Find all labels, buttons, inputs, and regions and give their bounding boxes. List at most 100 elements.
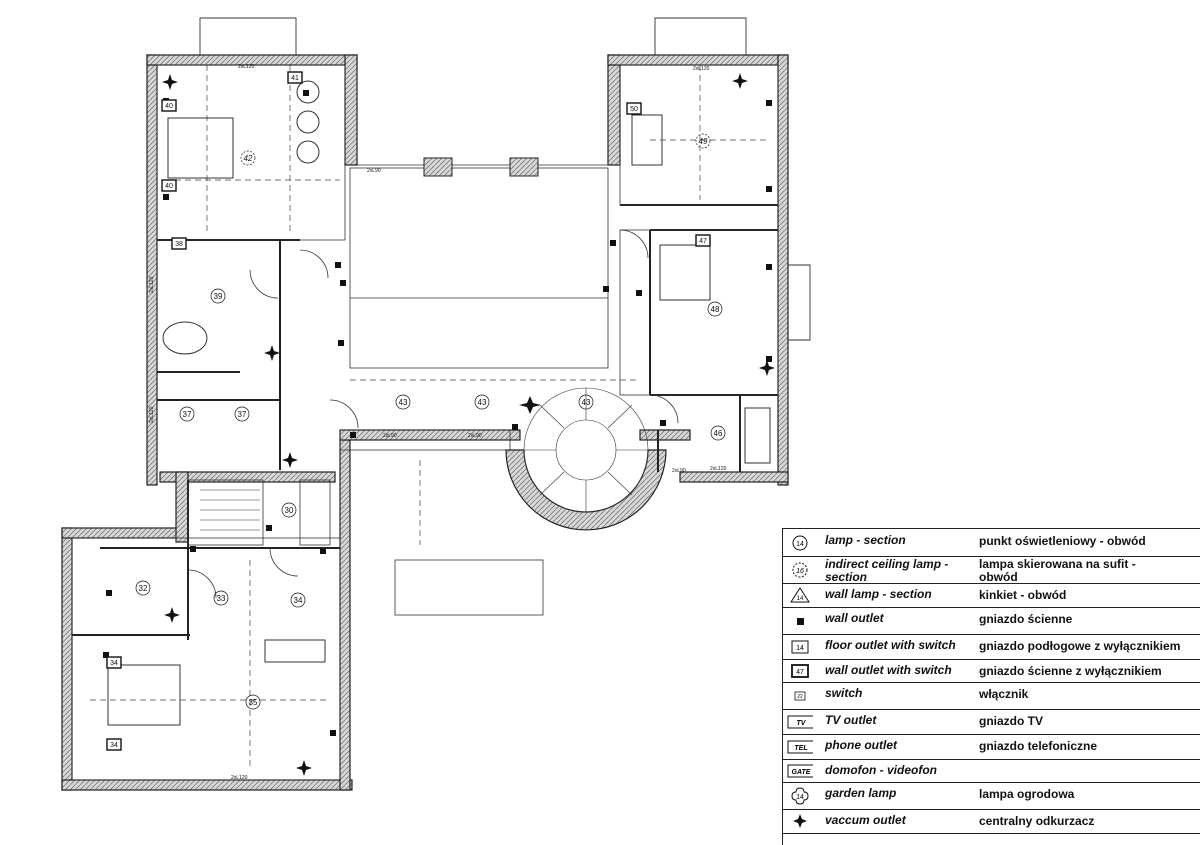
interior-walls	[72, 204, 778, 640]
legend-row: 47 wall outlet with switch gniazdo ścienne…	[783, 659, 1200, 683]
legend-polish-label: centralny odkurzacz	[979, 814, 1095, 828]
svg-text:40: 40	[165, 183, 173, 190]
boxed-outlets: 40 40 41 38 50 47 34 34	[106, 71, 711, 751]
legend-english-label: TV outlet	[825, 713, 877, 727]
boxed-number-icon: 14	[787, 634, 813, 659]
svg-text:16: 16	[796, 568, 804, 575]
bed-room-49	[631, 114, 663, 166]
svg-text:TV: TV	[797, 720, 807, 727]
outlet-41: 41	[287, 71, 303, 84]
small-boxed-number-icon: 22	[787, 682, 813, 709]
wall-bottom-south	[61, 779, 353, 791]
wall-top-right	[607, 54, 789, 66]
room-labels: 42 39 37 37 43 43 43 49 48 46 30 32 33 3…	[135, 133, 726, 710]
doors	[187, 229, 679, 599]
svg-text:GATE: GATE	[792, 769, 811, 776]
legend-polish-label: kinkiet - obwód	[979, 588, 1067, 602]
svg-text:48: 48	[711, 305, 720, 314]
legend-polish-label: gniazdo telefoniczne	[979, 739, 1098, 753]
outlet-34a: 34	[106, 656, 122, 669]
wall-inner-left	[344, 54, 358, 166]
legend-polish-label: gniazdo ścienne	[979, 612, 1073, 626]
room-43c: 43	[578, 394, 594, 410]
svg-text:43: 43	[478, 398, 487, 407]
legend-polish-label: gniazdo ścienne z wyłącznikiem	[979, 664, 1162, 678]
columns	[423, 157, 539, 177]
room-48: 48	[707, 301, 723, 317]
svg-text:30: 30	[285, 506, 294, 515]
legend-polish-label: lampa skierowana na sufit - obwód	[979, 557, 1136, 584]
svg-text:34: 34	[294, 596, 303, 605]
dashed-circle-number-icon: 16	[787, 556, 813, 583]
svg-text:14: 14	[796, 645, 804, 652]
svg-text:2xL120: 2xL120	[710, 466, 727, 472]
svg-text:47: 47	[796, 669, 804, 676]
room-33: 33	[213, 590, 229, 606]
outlet-40a: 40	[161, 99, 177, 112]
legend-english-label: wall lamp - section	[825, 587, 932, 601]
dimension-labels: 2xL120 2xL120 2xL120 2xL120 2xL90 2xL90 …	[149, 64, 727, 781]
room-46: 46	[710, 425, 726, 441]
outlet-34b: 34	[106, 738, 122, 751]
boxed-text-icon: TV	[787, 709, 813, 734]
svg-text:2xL120: 2xL120	[149, 406, 155, 423]
svg-text:2xL90: 2xL90	[367, 168, 381, 174]
svg-text:40: 40	[165, 103, 173, 110]
room-37a: 37	[179, 406, 195, 422]
wall-bottom-left-wing	[159, 471, 336, 483]
svg-text:46: 46	[714, 429, 723, 438]
svg-text:35: 35	[249, 698, 258, 707]
svg-text:2xL120: 2xL120	[149, 276, 155, 293]
wall-left-south-wing	[61, 527, 73, 791]
legend-english-label: lamp - section	[825, 533, 906, 547]
room-34: 34	[290, 592, 306, 608]
svg-text:33: 33	[217, 594, 226, 603]
svg-text:43: 43	[582, 398, 591, 407]
legend-english-label: wall outlet with switch	[825, 663, 952, 677]
legend-english-label: domofon - videofon	[825, 763, 937, 777]
legend-english-label: phone outlet	[825, 738, 897, 752]
flower-number-icon: 14	[787, 782, 813, 809]
outlet-40b: 40	[161, 179, 177, 192]
bed-room-35	[107, 664, 181, 726]
legend-polish-label: lampa ogrodowa	[979, 787, 1075, 801]
wall-bottom-right	[679, 471, 789, 483]
svg-text:2xL120: 2xL120	[231, 775, 248, 781]
wall-inner-right	[607, 54, 621, 166]
svg-text:50: 50	[630, 106, 638, 113]
boxed-number-bold-icon: 47	[787, 659, 813, 682]
wall-stair-left	[175, 471, 189, 543]
svg-text:34: 34	[110, 660, 118, 667]
legend-row: 14 garden lamp lampa ogrodowa	[783, 782, 1200, 810]
legend-english-label: garden lamp	[825, 786, 897, 800]
room-37b: 37	[234, 406, 250, 422]
spiral-stair	[523, 387, 649, 513]
outlet-47: 47	[695, 234, 711, 247]
legend-english-label: wall outlet	[825, 611, 884, 625]
room-43a: 43	[395, 394, 411, 410]
triangle-number-icon: 14	[787, 583, 813, 607]
legend-polish-label: gniazdo podłogowe z wyłącznikiem	[979, 639, 1181, 653]
tub-room-46	[744, 407, 771, 464]
svg-text:14: 14	[796, 541, 804, 548]
wall-courtyard-right	[639, 429, 691, 441]
balconies	[199, 17, 811, 341]
straight-stair	[200, 489, 260, 531]
outlet-50: 50	[626, 102, 642, 115]
svg-text:37: 37	[183, 410, 192, 419]
wall-outlets	[103, 90, 772, 736]
svg-text:34: 34	[110, 742, 118, 749]
wall-right	[777, 54, 789, 486]
wall-right-south	[339, 439, 351, 791]
svg-text:47: 47	[699, 238, 707, 245]
room-43b: 43	[474, 394, 490, 410]
inner-lines	[71, 64, 779, 781]
